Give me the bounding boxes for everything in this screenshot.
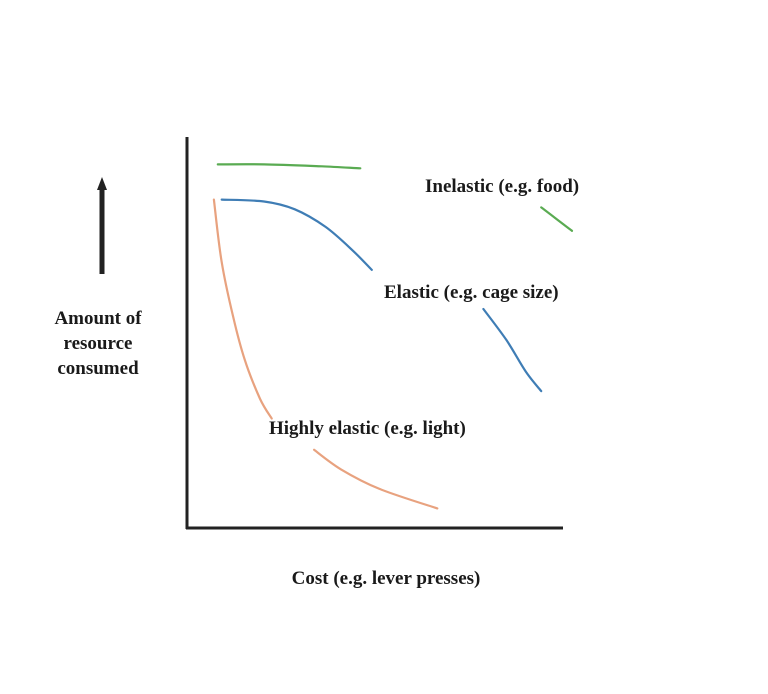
series-label-inelastic: Inelastic (e.g. food)	[425, 176, 579, 197]
series-elastic-line-segment-2	[482, 307, 543, 393]
series-highly-elastic-line-segment-2	[313, 448, 439, 510]
series-inelastic-line-segment-1	[216, 163, 362, 170]
series-label-elastic: Elastic (e.g. cage size)	[384, 282, 559, 303]
series-label-highly-elastic: Highly elastic (e.g. light)	[269, 418, 466, 439]
x-axis-label: Cost (e.g. lever presses)	[292, 568, 481, 589]
y-axis-label-line-2: resource	[64, 333, 133, 354]
series-inelastic-line-segment-2	[540, 206, 574, 232]
y-axis-label-line-1: Amount of	[54, 308, 142, 329]
y-axis-arrow-head	[97, 177, 107, 190]
series-elastic-line-segment-1	[220, 198, 373, 271]
series-highly-elastic-line-segment-1	[212, 198, 273, 420]
y-axis-label-line-3: consumed	[57, 358, 139, 379]
